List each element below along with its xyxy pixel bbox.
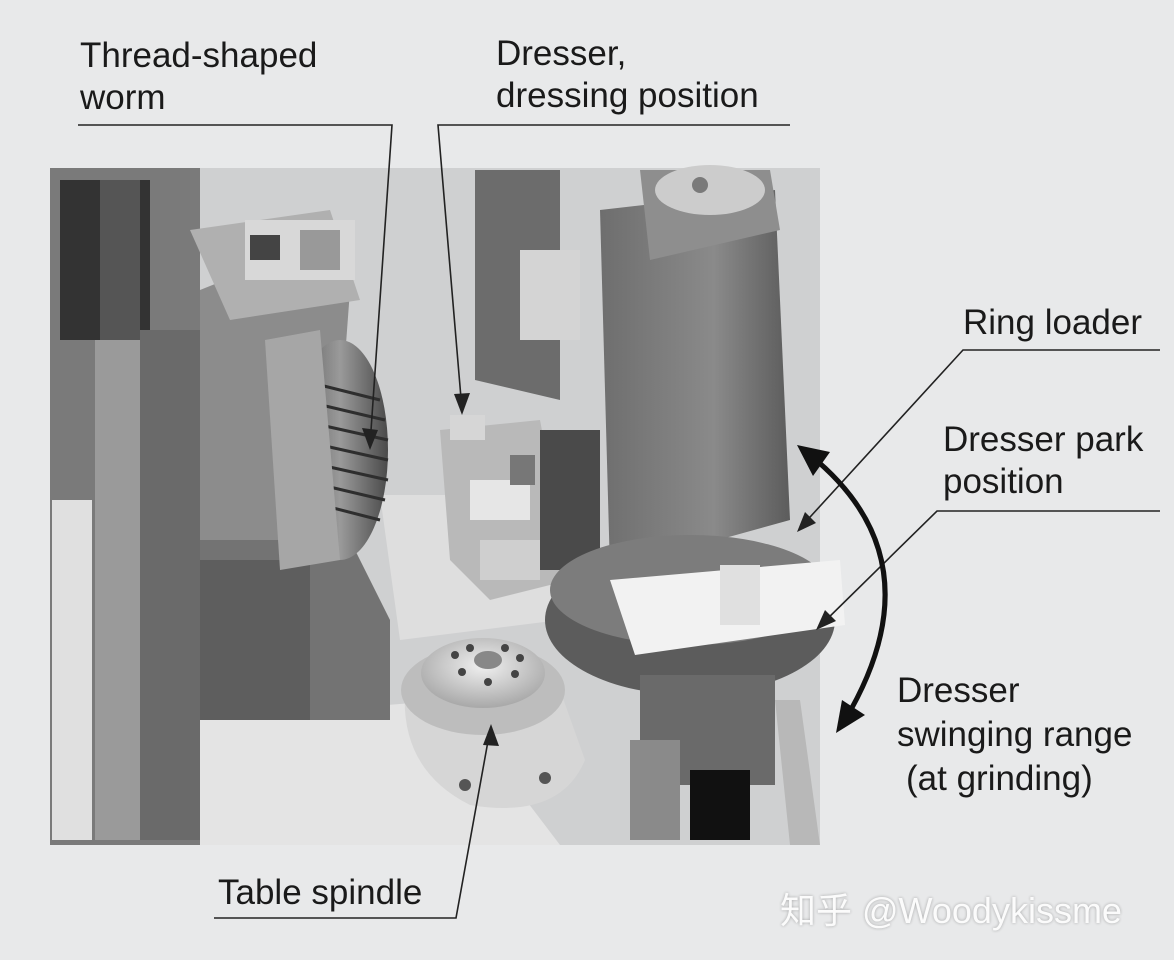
- label-swing-line1: Dresser: [897, 671, 1020, 710]
- label-table-spindle: Table spindle: [218, 873, 423, 912]
- leader-lines: [78, 124, 1160, 919]
- leader-ring-loader: [799, 349, 1160, 529]
- label-ring-loader: Ring loader: [963, 303, 1142, 342]
- leader-table-spindle: [214, 729, 491, 919]
- dresser-head: [475, 170, 560, 400]
- table-spindle-top: [421, 638, 545, 708]
- label-worm-line2: worm: [80, 78, 166, 117]
- label-worm-line1: Thread-shaped: [80, 36, 318, 75]
- label-park-line2: position: [943, 462, 1064, 501]
- main-column: [600, 190, 790, 570]
- watermark-text: 知乎 @Woodykissme: [780, 890, 1122, 931]
- leader-dresser: [437, 124, 790, 411]
- leader-park: [819, 510, 1160, 627]
- label-park-line1: Dresser park: [943, 420, 1144, 459]
- leader-worm: [78, 124, 393, 446]
- label-swing-line3: (at grinding): [906, 759, 1093, 798]
- label-swing-line2: swinging range: [897, 715, 1133, 754]
- label-dresser-line2: dressing position: [496, 76, 759, 115]
- label-dresser-line1: Dresser,: [496, 34, 627, 73]
- swing-arc: [808, 453, 888, 722]
